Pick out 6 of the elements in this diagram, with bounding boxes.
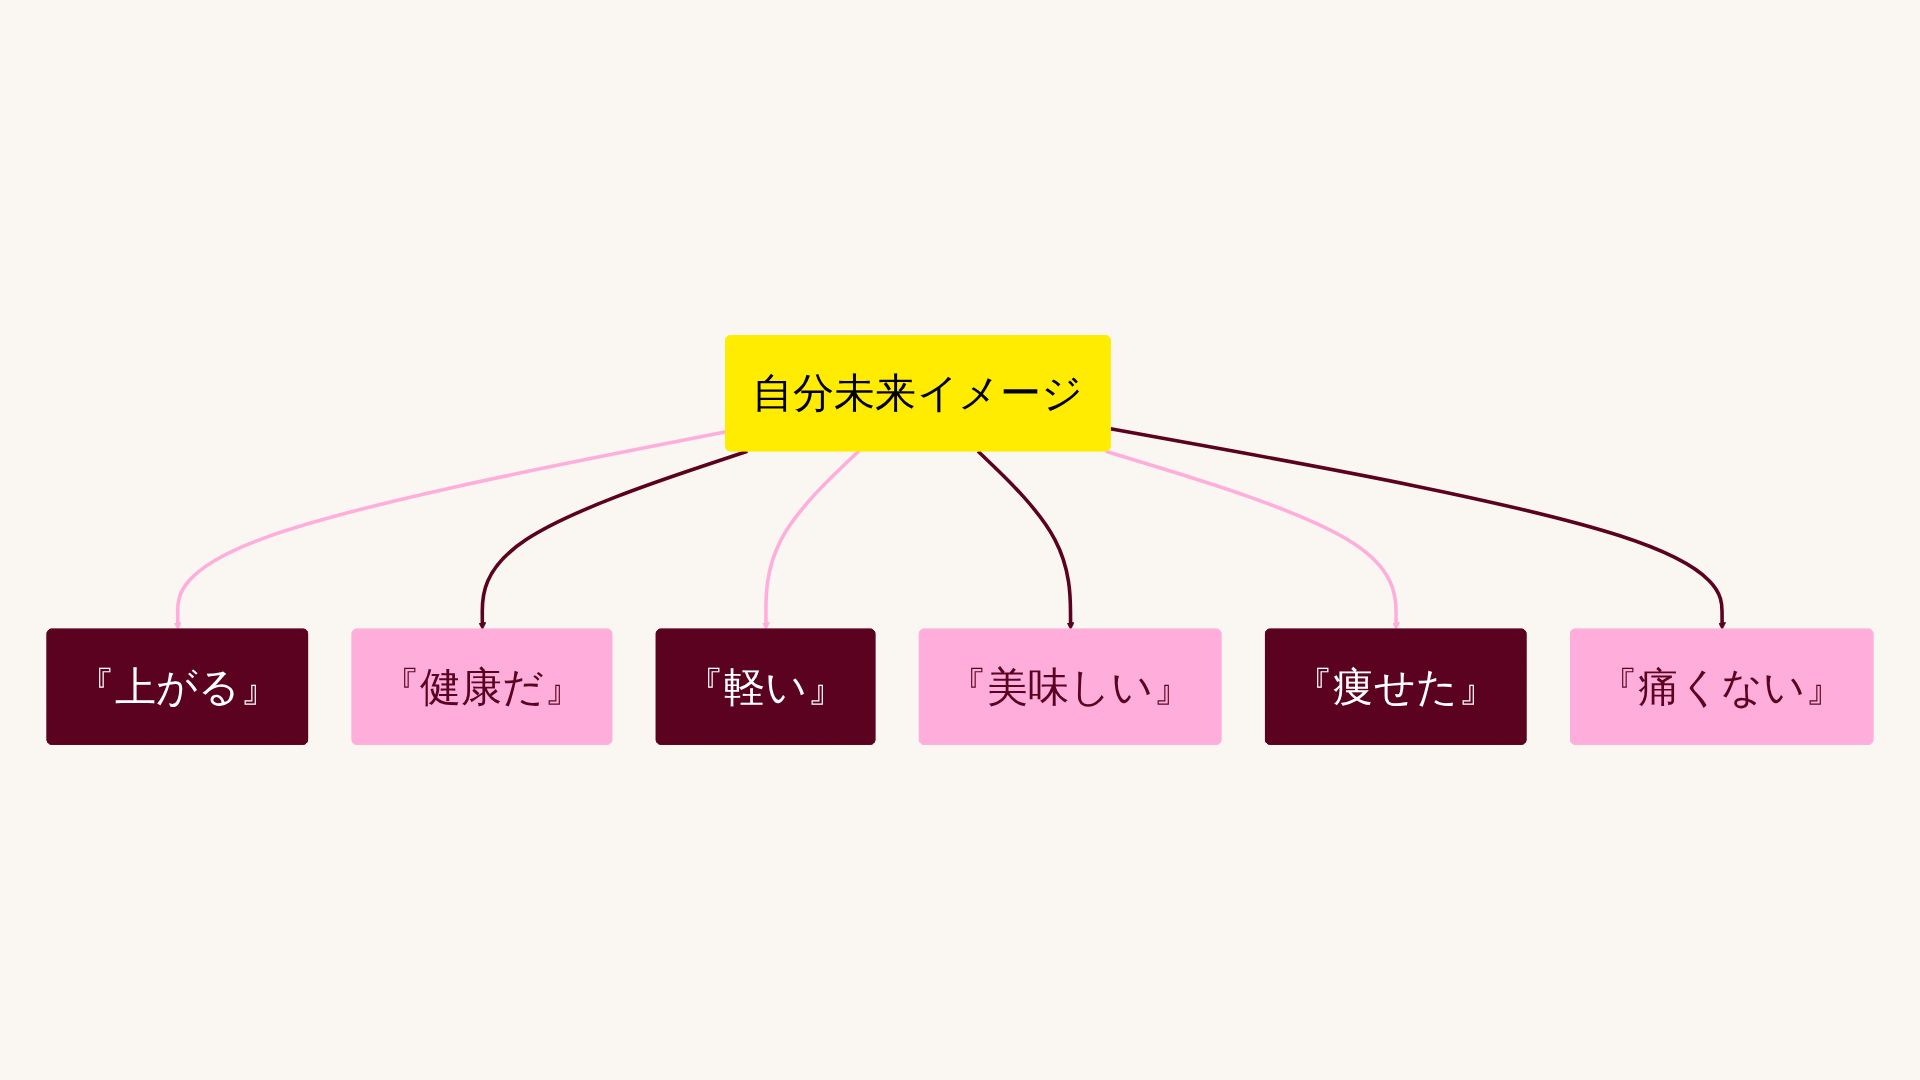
arrow bbox=[173, 430, 727, 630]
arrow bbox=[1110, 427, 1726, 630]
arrow bbox=[762, 449, 860, 630]
arrow bbox=[976, 449, 1075, 630]
arrow bbox=[1105, 449, 1401, 630]
arrow bbox=[478, 449, 748, 630]
